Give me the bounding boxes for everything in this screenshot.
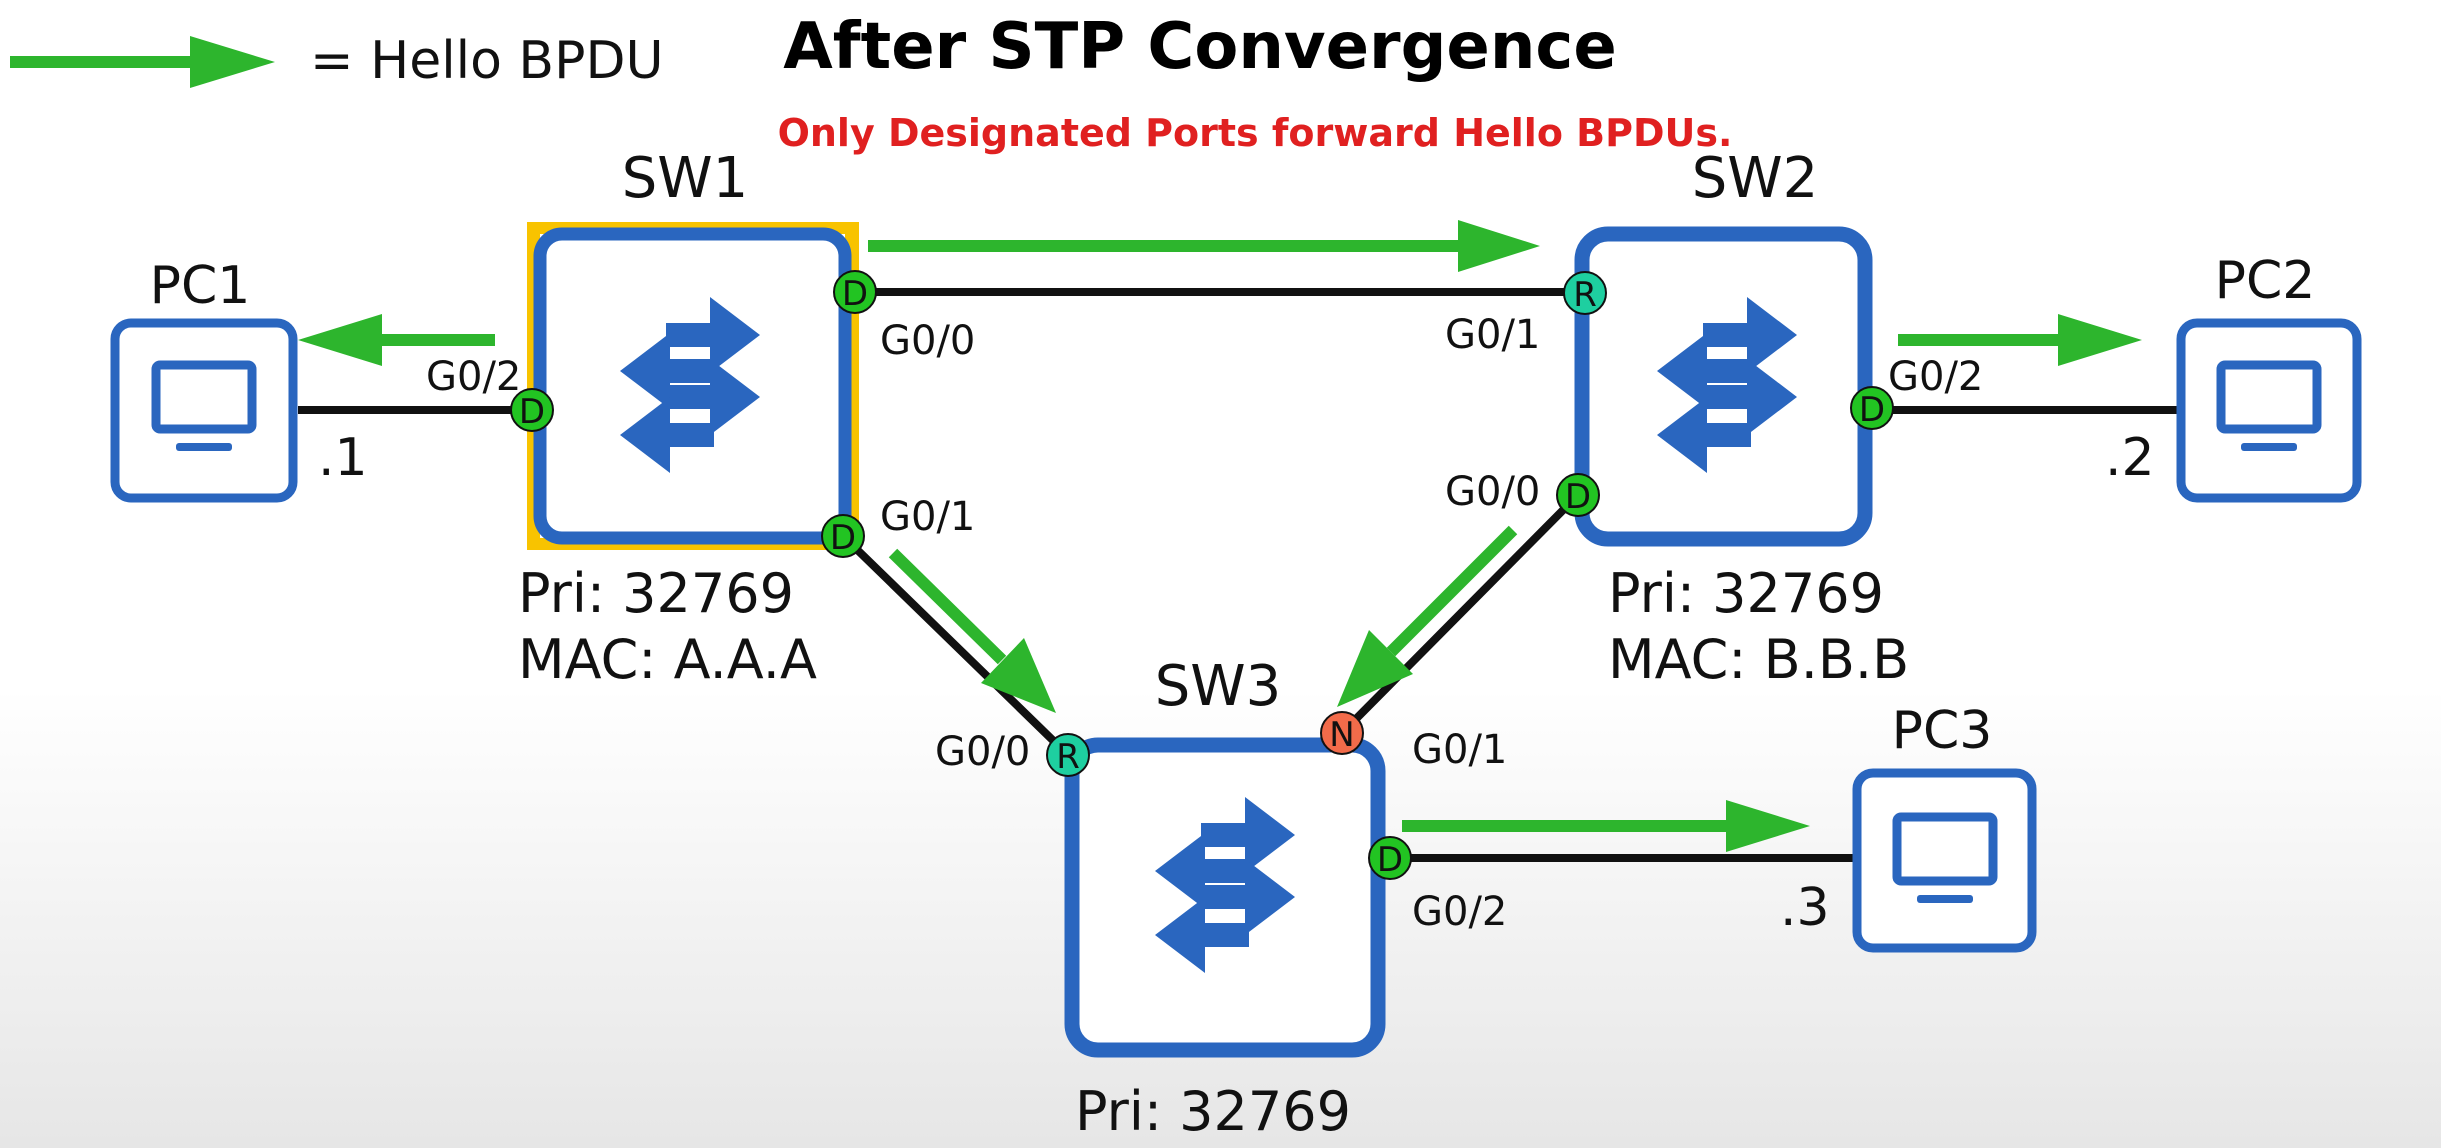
port-roles: D D D R D D R N (510, 270, 1894, 880)
link-sw2-sw3 (1339, 492, 1581, 736)
svg-text:D: D (519, 392, 545, 432)
switch-sw1-name: SW1 (622, 146, 749, 211)
pc-pc3-ip: .3 (1780, 878, 1830, 938)
port-label-sw1-g02: G0/2 (426, 354, 521, 400)
pc-pc2-ip: .2 (2105, 428, 2155, 488)
port-label-sw2-g01: G0/1 (1445, 312, 1540, 358)
legend: = Hello BPDU (10, 31, 664, 91)
pc-pc3[interactable]: PC3 .3 (1780, 701, 2037, 953)
svg-text:R: R (1056, 737, 1080, 777)
pc-pc1[interactable]: PC1 .1 (110, 256, 368, 503)
port-role-sw3-g01: N (1320, 711, 1364, 755)
switch-sw2-mac: MAC: B.B.B (1608, 628, 1909, 691)
switch-sw1-priority: Pri: 32769 (518, 562, 794, 625)
port-labels: G0/0 G0/1 G0/2 G0/1 G0/0 G0/2 G0/0 G0/1 … (426, 312, 1983, 935)
port-role-sw2-g01: R (1563, 271, 1607, 315)
page-title: After STP Convergence (783, 10, 1616, 84)
port-role-sw3-g02: D (1368, 836, 1412, 880)
port-role-sw1-g02: D (510, 388, 554, 432)
legend-arrow-icon (10, 36, 275, 88)
switch-sw2[interactable]: SW2 Pri: 32769 MAC: B.B.B (1574, 146, 1909, 691)
port-label-sw3-g01: G0/1 (1412, 727, 1507, 773)
switch-sw3-name: SW3 (1155, 654, 1282, 719)
bpdu-arrow-sw3-to-pc3 (1402, 800, 1810, 852)
pc-pc2[interactable]: PC2 .2 (2105, 251, 2362, 503)
pc-pc1-name: PC1 (150, 256, 251, 316)
port-label-sw3-g00: G0/0 (935, 729, 1030, 775)
bpdu-arrow-sw1-to-sw2 (868, 220, 1540, 272)
switch-sw3-priority: Pri: 32769 (1075, 1080, 1351, 1143)
pc-pc2-name: PC2 (2215, 251, 2316, 311)
port-label-sw2-g00: G0/0 (1445, 469, 1540, 515)
switch-sw1[interactable]: SW1 Pri: 32769 MAC: A.A.A (518, 146, 859, 691)
port-label-sw3-g02: G0/2 (1412, 889, 1507, 935)
port-label-sw1-g00: G0/0 (880, 318, 975, 364)
svg-text:D: D (1377, 840, 1403, 880)
bpdu-arrow-sw2-to-sw3 (1337, 525, 1518, 707)
pc-pc3-name: PC3 (1892, 701, 1993, 761)
switch-sw2-name: SW2 (1692, 146, 1819, 211)
port-role-sw2-g00: D (1556, 473, 1600, 517)
link-sw1-sw3 (839, 532, 1071, 758)
switch-sw1-mac: MAC: A.A.A (518, 628, 817, 691)
page-subtitle: Only Designated Ports forward Hello BPDU… (778, 111, 1733, 155)
port-label-sw2-g02: G0/2 (1888, 354, 1983, 400)
bpdu-arrow-sw1-to-sw3 (888, 548, 1056, 713)
port-label-sw1-g01: G0/1 (880, 494, 975, 540)
port-role-sw3-g00: R (1046, 733, 1090, 777)
svg-text:D: D (842, 274, 868, 314)
pc-pc1-ip: .1 (318, 428, 368, 488)
links (298, 288, 2178, 862)
bpdu-arrows (298, 220, 2142, 852)
port-role-sw1-g00: D (833, 270, 877, 314)
bpdu-arrow-sw1-to-pc1 (298, 314, 495, 366)
svg-text:R: R (1573, 275, 1597, 315)
svg-text:D: D (830, 518, 856, 558)
svg-text:D: D (1565, 477, 1591, 517)
legend-label: = Hello BPDU (310, 31, 664, 91)
port-role-sw2-g02: D (1850, 386, 1894, 430)
switch-sw3[interactable]: SW3 Pri: 32769 (1064, 654, 1386, 1143)
switch-sw2-priority: Pri: 32769 (1608, 562, 1884, 625)
bpdu-arrow-sw2-to-pc2 (1898, 314, 2142, 366)
svg-text:D: D (1859, 390, 1885, 430)
port-role-sw1-g01: D (821, 514, 865, 558)
svg-text:N: N (1329, 715, 1354, 755)
